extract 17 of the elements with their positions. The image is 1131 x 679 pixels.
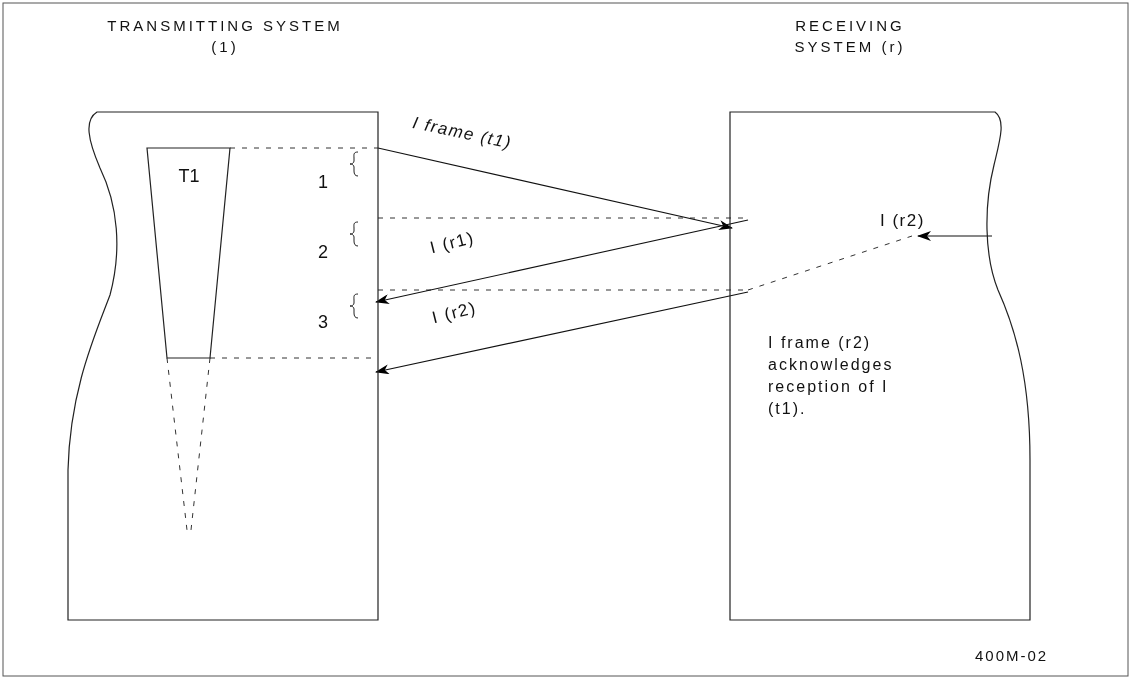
callout-number: 2: [318, 242, 328, 263]
arrow: [375, 291, 749, 375]
note-text: I frame (r2) acknowledges reception of I (t1).: [768, 333, 895, 419]
edge-label: I (r1): [428, 227, 477, 259]
callout-number: 3: [318, 312, 328, 333]
timer-label: T1: [177, 166, 201, 187]
edge-label: I (r2): [430, 297, 479, 329]
arrow: [377, 147, 733, 230]
figure-code: 400M-02: [975, 646, 1049, 666]
system-heading: TRANSMITTING SYSTEM (1): [106, 16, 344, 57]
arrow: [917, 231, 993, 241]
edge-label: I frame (t1): [410, 112, 514, 154]
edge-label: I (r2): [880, 210, 925, 231]
callout-number: 1: [318, 172, 328, 193]
timer-trapezoid: [147, 148, 231, 359]
arrow: [375, 219, 749, 305]
system-heading: RECEIVING SYSTEM (r): [793, 16, 907, 57]
